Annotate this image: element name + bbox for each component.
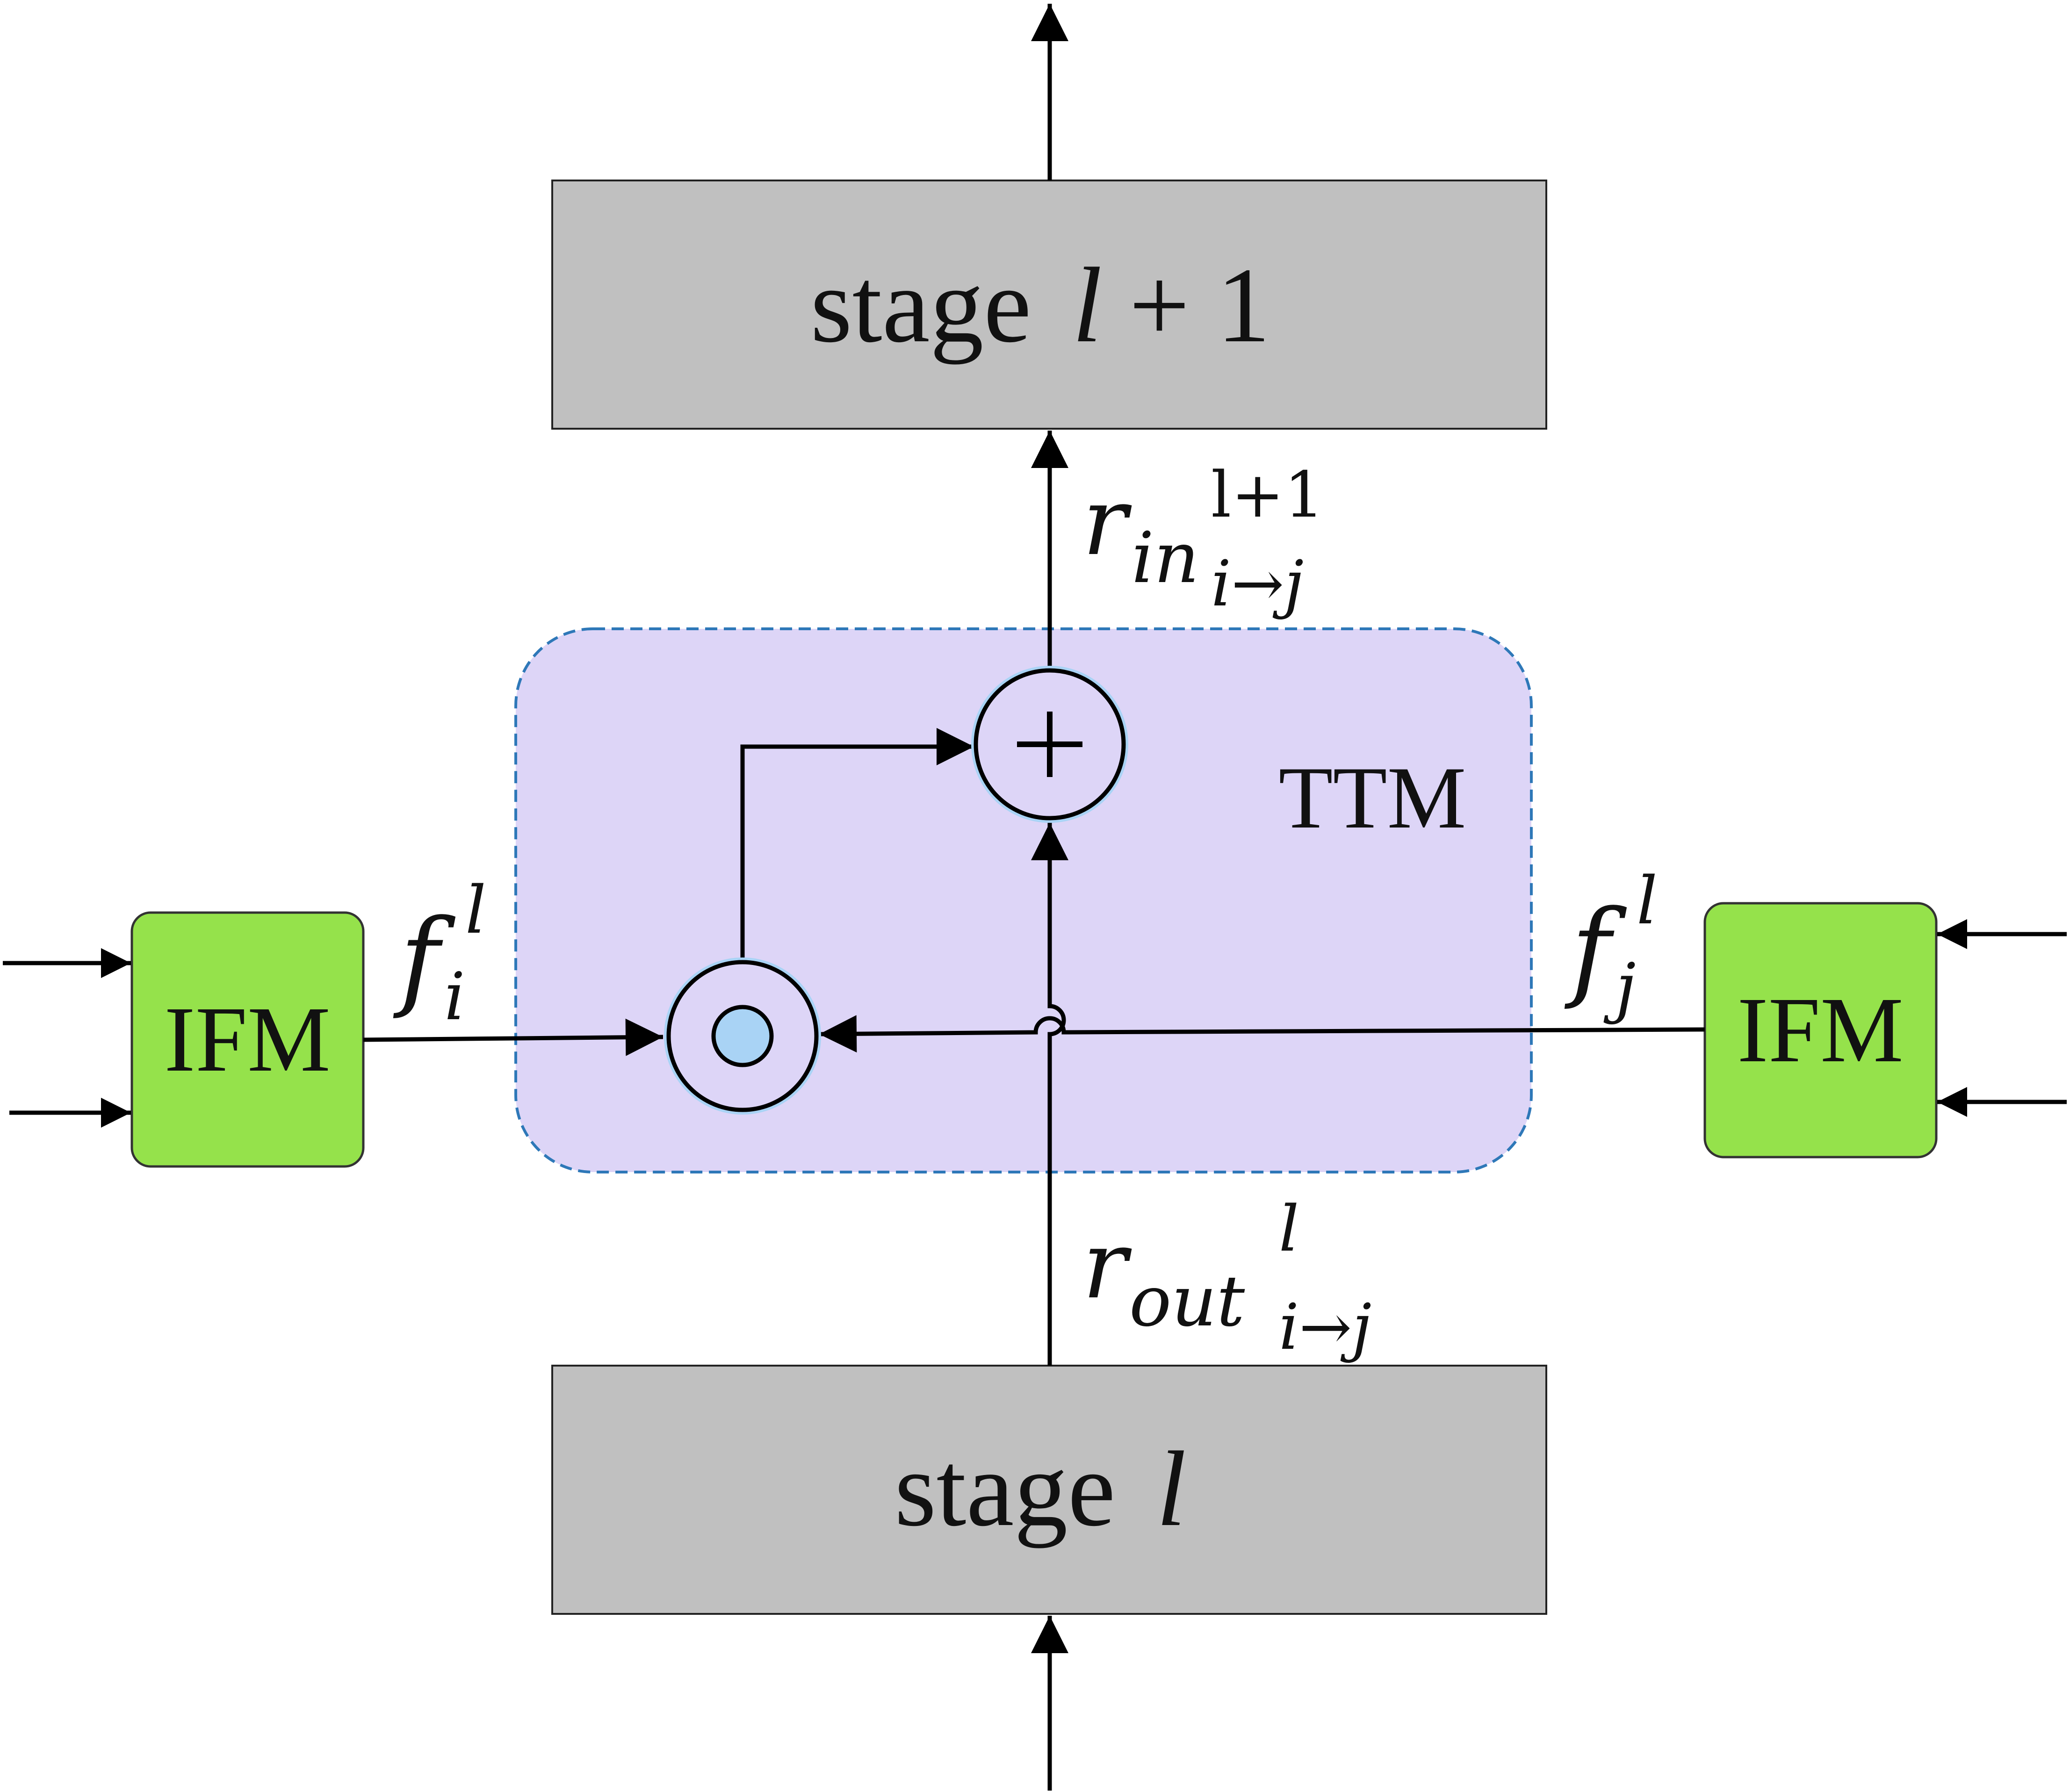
r-in-index: i→j (1211, 547, 1304, 620)
stage-top-box (551, 180, 1547, 430)
ifm-left-label: IFM (164, 988, 331, 1091)
stage-top-var: l (1072, 245, 1102, 365)
r-in-base: r (1082, 468, 1132, 576)
r-out-sub: out (1129, 1261, 1245, 1342)
stage-bottom-box (551, 1365, 1547, 1615)
r-out-index: i→j (1279, 1290, 1371, 1364)
f-i-sub: i (444, 959, 465, 1035)
r-in-sup: l+1 (1211, 458, 1324, 532)
label-f-i: f i l (393, 872, 486, 1035)
stage-bottom-label: stage l (894, 1429, 1186, 1548)
f-i-sup: l (465, 872, 486, 949)
r-out-base: r (1082, 1211, 1132, 1320)
arrow-stage-to-sum (1031, 823, 1068, 1366)
label-r-out: r out l i→j (1082, 1192, 1371, 1364)
ttm-label: TTM (1278, 749, 1466, 847)
label-f-j: f j l (1564, 863, 1658, 1026)
label-r-in: r in l+1 i→j (1082, 458, 1324, 620)
arrow-ifm-left-to-fuse (363, 1018, 664, 1056)
hadamard-circle-icon (664, 957, 821, 1115)
arrow-fuse-to-sum (740, 728, 974, 960)
stage-bottom-var: l (1156, 1429, 1186, 1548)
f-j-sup: l (1637, 863, 1658, 939)
r-in-sub: in (1132, 518, 1199, 599)
stage-top-prefix: stage (810, 245, 1031, 365)
stage-top-label: stage l + 1 (810, 245, 1270, 365)
r-out-sup: l (1279, 1192, 1299, 1266)
ifm-right-label: IFM (1737, 979, 1904, 1082)
stage-top-suffix: + 1 (1129, 245, 1270, 365)
stage-bottom-prefix: stage (894, 1429, 1116, 1548)
sum-circle-icon (971, 666, 1128, 823)
arrow-ifm-right-to-fuse (819, 1015, 1705, 1053)
